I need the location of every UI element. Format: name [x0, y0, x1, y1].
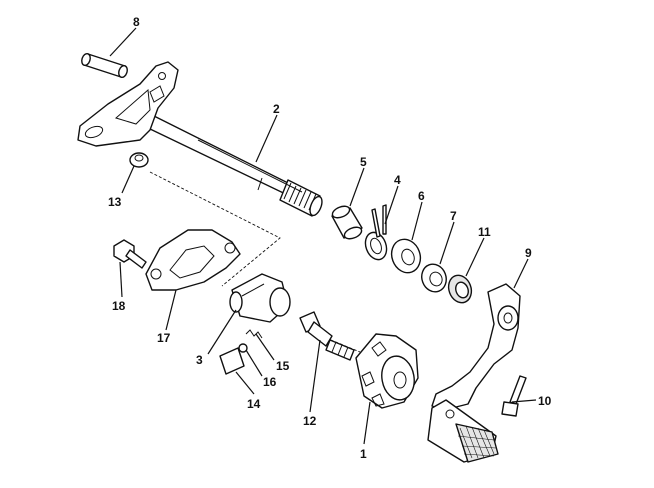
callout-labels: 1 2 3 4 5 6 7 8 9 10 11 12 13 14 15 16 1… [108, 15, 552, 461]
callout-5: 5 [360, 155, 367, 169]
part-shift-shaft [77, 61, 323, 217]
pedal-tip-knurl [455, 423, 499, 463]
callout-6: 6 [418, 189, 425, 203]
part-spacer-ring [421, 263, 447, 293]
callout-13: 13 [108, 195, 122, 209]
callout-9: 9 [525, 246, 532, 260]
part-shoulder-bolt [299, 311, 355, 361]
part-small-pin [238, 343, 248, 353]
callout-15: 15 [276, 359, 290, 373]
part-return-spring [364, 204, 388, 261]
part-guide-plate [145, 229, 241, 291]
callout-1: 1 [360, 447, 367, 461]
part-collar [331, 205, 363, 240]
callout-7: 7 [450, 209, 457, 223]
callout-12: 12 [303, 414, 317, 428]
callout-8: 8 [133, 15, 140, 29]
callout-17: 17 [157, 331, 171, 345]
part-plate-bolt [113, 239, 147, 269]
leader-lines [109, 27, 537, 445]
part-large-washer [390, 238, 422, 274]
callout-10: 10 [538, 394, 552, 408]
callout-14: 14 [247, 397, 261, 411]
part-pin [81, 52, 128, 79]
callout-11: 11 [478, 225, 491, 239]
callout-16: 16 [263, 375, 277, 389]
part-bearing [447, 274, 473, 304]
callout-4: 4 [394, 173, 401, 187]
part-square-plate [219, 347, 245, 375]
part-gear-pedal [427, 283, 521, 463]
part-small-washer [129, 152, 149, 168]
part-shift-cam [355, 333, 419, 409]
part-pedal-bolt [501, 375, 527, 417]
callout-3: 3 [196, 353, 203, 367]
callout-2: 2 [273, 102, 280, 116]
callout-18: 18 [112, 299, 126, 313]
part-small-spring [245, 329, 263, 339]
part-shift-drum-segment [229, 273, 291, 323]
